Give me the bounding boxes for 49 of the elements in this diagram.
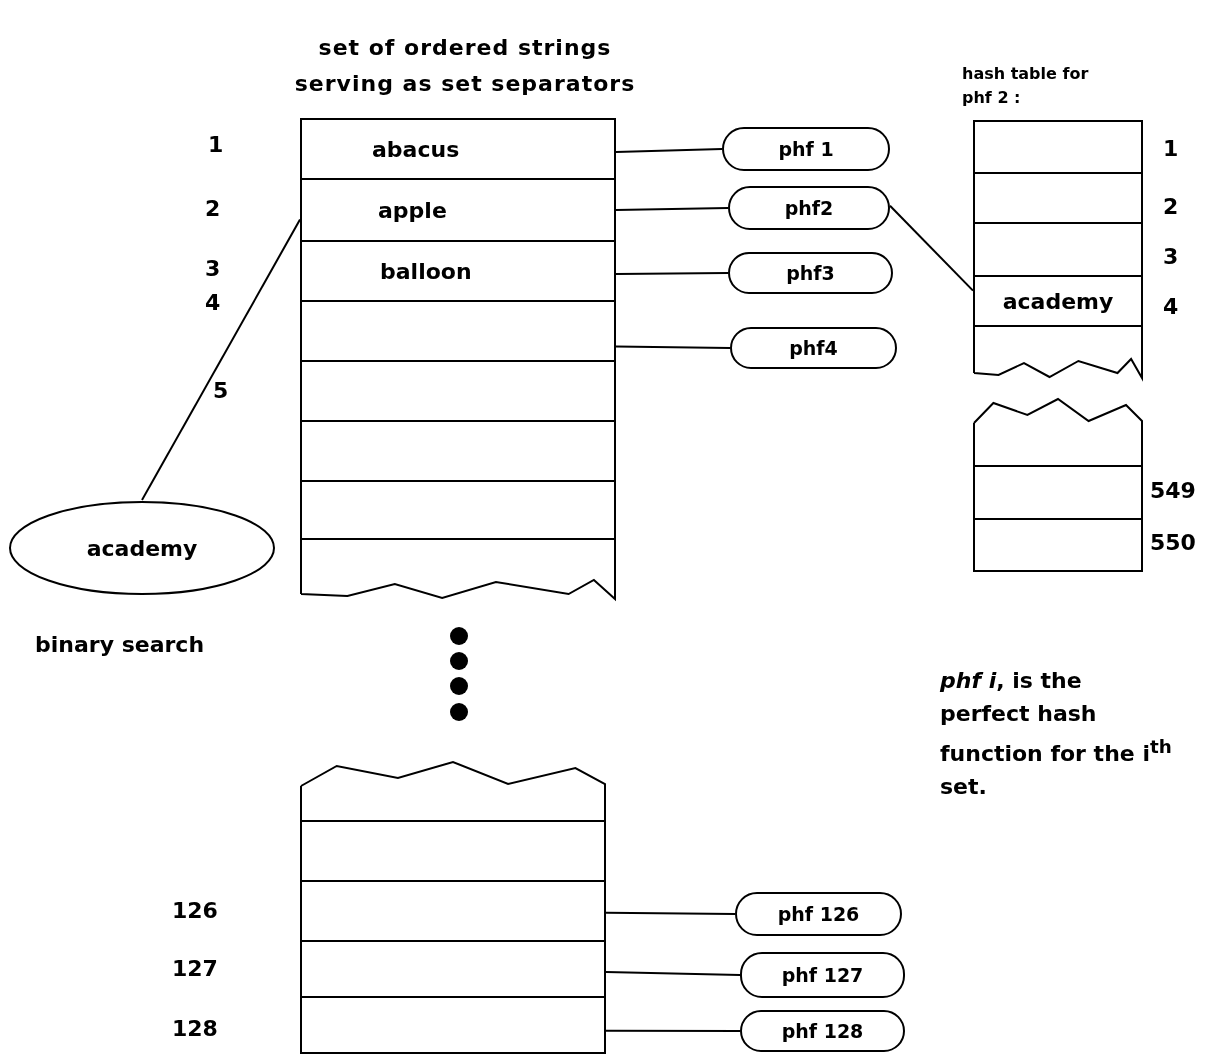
connector-line [615, 207, 729, 211]
row-number: 3 [205, 256, 221, 281]
node-text: academy [86, 535, 198, 561]
table-heading: hash table for phf 2 : [962, 63, 1090, 109]
table-cell [973, 518, 1143, 572]
table-cell [300, 940, 606, 998]
connector-line [615, 148, 723, 154]
table-cell [300, 360, 616, 422]
table-cell [300, 300, 616, 362]
torn-table-cell [973, 325, 1143, 381]
row-number: 128 [172, 1016, 218, 1041]
row-number: 4 [1163, 294, 1179, 319]
table-cell [300, 420, 616, 482]
table-cell [300, 996, 606, 1054]
caption-text: binary search [35, 632, 205, 657]
table-cell: academy [973, 275, 1143, 327]
row-number: 549 [1150, 478, 1196, 503]
connector-line [615, 345, 731, 349]
connector-line [889, 204, 974, 292]
note-text: phf i, is the perfect hash function for the i$^{th}$ set. [940, 667, 1172, 802]
torn-table-cell [300, 538, 616, 602]
table-cell: abacus [300, 118, 616, 180]
connector-line [615, 272, 729, 276]
table-cell [300, 480, 616, 540]
table-cell: apple [300, 178, 616, 242]
table-cell [300, 820, 606, 882]
row-number: 2 [1163, 194, 1179, 219]
connector-line [605, 970, 741, 976]
row-number: 1 [208, 132, 224, 157]
torn-table-cell [300, 758, 606, 822]
connector-line [141, 218, 301, 501]
row-number: 127 [172, 956, 218, 981]
row-number: 5 [213, 378, 229, 403]
row-number: 550 [1150, 530, 1196, 555]
table-cell: balloon [300, 240, 616, 302]
table-cell [973, 465, 1143, 520]
table-cell [973, 120, 1143, 174]
connector-line [605, 1029, 741, 1032]
row-number: 126 [172, 898, 218, 923]
row-number: 1 [1163, 136, 1179, 161]
torn-table-cell [973, 395, 1143, 467]
table-cell [300, 880, 606, 942]
table-heading: set of ordered strings serving as set separators [293, 34, 637, 98]
row-number: 4 [205, 290, 221, 315]
row-number: 3 [1163, 244, 1179, 269]
connector-line [605, 911, 736, 915]
table-cell [973, 222, 1143, 277]
table-cell [973, 172, 1143, 224]
row-number: 2 [205, 196, 221, 221]
